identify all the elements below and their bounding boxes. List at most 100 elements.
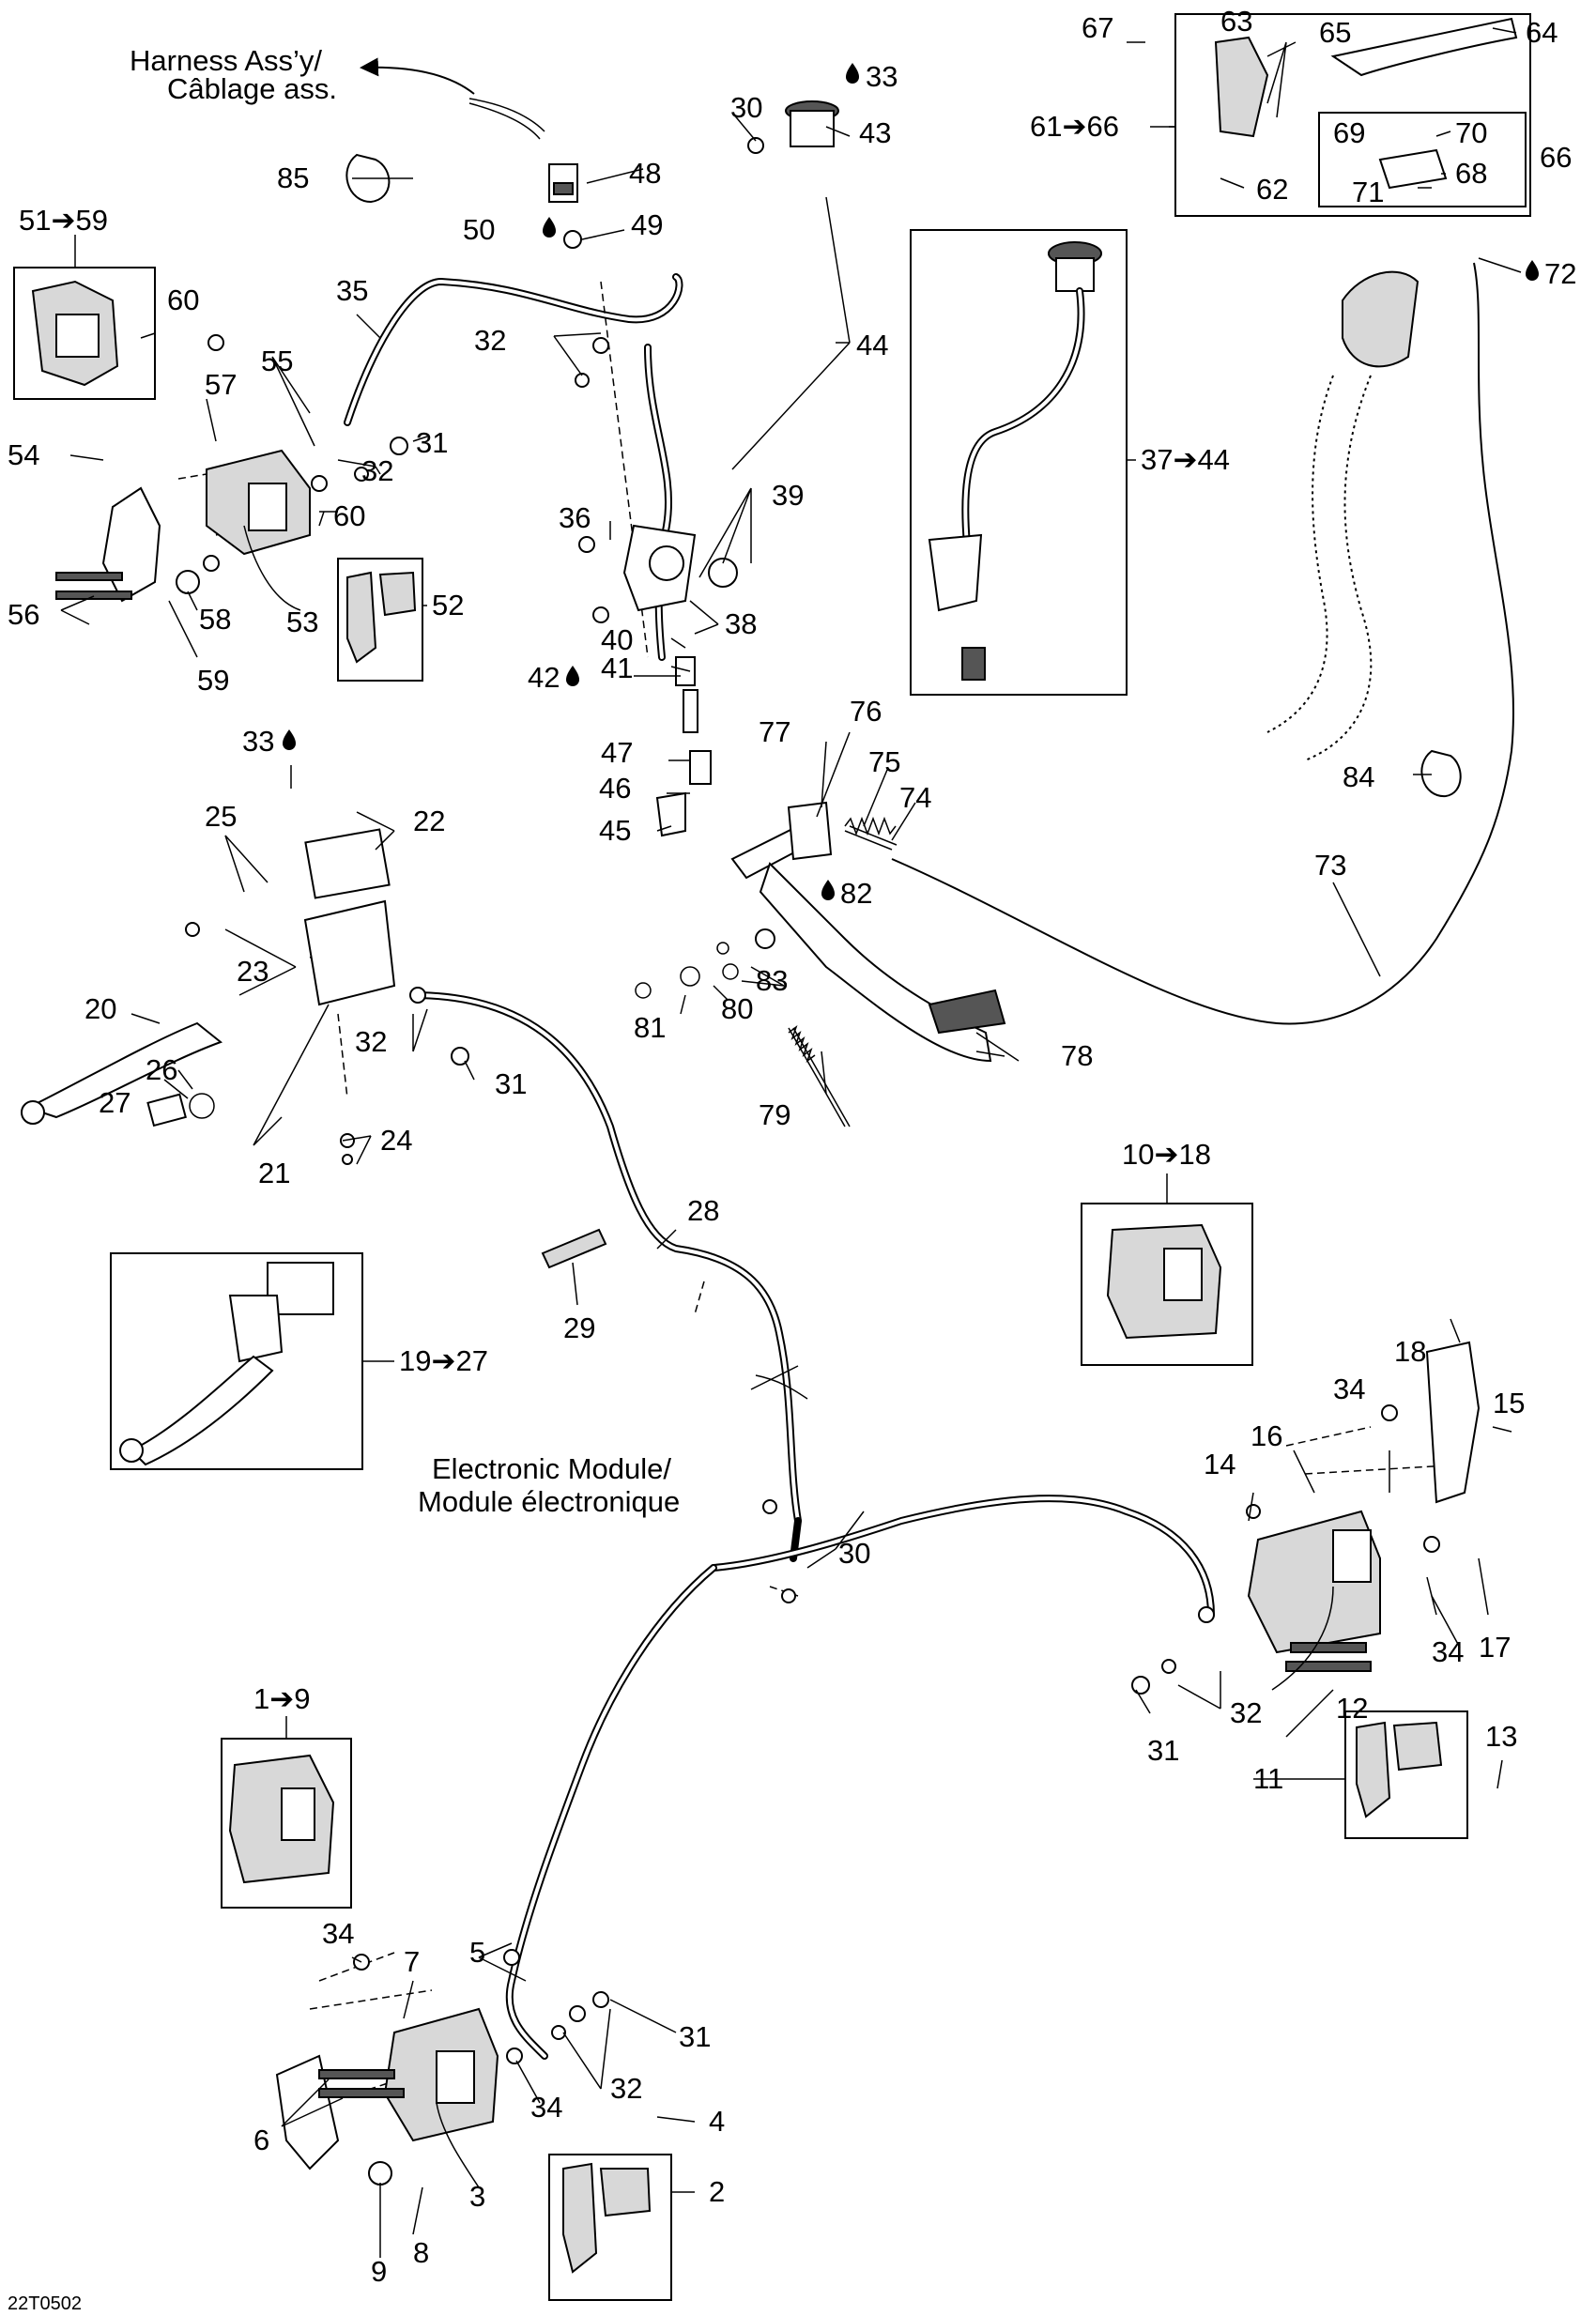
- range-labels: 51➔59 61➔66 37➔44 19➔27 10➔18 1➔9: [19, 110, 1230, 1739]
- callout-32b: 32: [361, 454, 393, 487]
- callout-64: 64: [1526, 16, 1558, 49]
- parts: [13, 13, 1531, 2301]
- drawing-code: 22T0502: [8, 2293, 82, 2314]
- callout-66: 66: [1540, 141, 1572, 174]
- callout-30b: 30: [838, 1537, 870, 1570]
- callout-21: 21: [258, 1157, 290, 1189]
- callout-54: 54: [8, 438, 39, 471]
- callout-12: 12: [1336, 1692, 1368, 1725]
- callout-26: 26: [146, 1053, 177, 1086]
- fluid-drop-icon: [1526, 260, 1539, 281]
- callout-33a: 33: [866, 60, 898, 93]
- range-label-51-59: 51➔59: [19, 204, 108, 237]
- harness-label-fr: Câblage ass.: [167, 72, 337, 105]
- callout-13: 13: [1485, 1720, 1517, 1753]
- callout-68: 68: [1455, 157, 1487, 190]
- callout-29: 29: [563, 1311, 595, 1344]
- callout-20: 20: [84, 992, 116, 1025]
- brake-lines: [344, 98, 1514, 2060]
- notes: Harness Ass’y/ Câblage ass. Electronic M…: [8, 44, 680, 2314]
- callout-78: 78: [1061, 1039, 1093, 1072]
- callout-76: 76: [850, 695, 882, 728]
- callout-44: 44: [856, 329, 888, 361]
- callout-27: 27: [99, 1086, 130, 1119]
- range-label-37-44: 37➔44: [1141, 443, 1230, 476]
- springs: [788, 816, 897, 1064]
- callout-65: 65: [1319, 16, 1351, 49]
- callout-16: 16: [1251, 1419, 1282, 1452]
- callout-72: 72: [1544, 257, 1576, 290]
- callout-45: 45: [599, 814, 631, 847]
- fluid-drop-icon: [846, 63, 859, 84]
- callout-34c: 34: [322, 1917, 354, 1950]
- callout-41: 41: [601, 652, 633, 684]
- callout-75: 75: [868, 745, 900, 778]
- callout-83: 83: [756, 964, 788, 997]
- callout-25: 25: [205, 800, 237, 833]
- range-label-1-9: 1➔9: [253, 1682, 310, 1715]
- callout-60a: 60: [167, 284, 199, 316]
- callout-55: 55: [261, 345, 293, 377]
- fluid-drop-icon: [566, 666, 579, 686]
- callout-58: 58: [199, 603, 231, 636]
- callout-4: 4: [709, 2105, 725, 2138]
- harness-label-en: Harness Ass’y/: [130, 44, 322, 77]
- fluid-drop-icon: [283, 729, 296, 750]
- callout-53: 53: [286, 606, 318, 638]
- callout-56: 56: [8, 598, 39, 631]
- module-label-fr: Module électronique: [418, 1485, 680, 1518]
- callout-60b: 60: [333, 499, 365, 532]
- callout-73: 73: [1314, 849, 1346, 882]
- callout-70: 70: [1455, 116, 1487, 149]
- callout-15: 15: [1493, 1387, 1525, 1419]
- callout-32d: 32: [1230, 1696, 1262, 1729]
- callout-49: 49: [631, 208, 663, 241]
- callout-5: 5: [469, 1936, 485, 1969]
- fluid-drop-icon: [543, 217, 556, 238]
- module-label-en: Electronic Module/: [432, 1452, 671, 1485]
- callout-74: 74: [899, 781, 931, 814]
- callout-85: 85: [277, 161, 309, 194]
- callout-6: 6: [253, 2124, 269, 2156]
- callout-31c: 31: [1147, 1734, 1179, 1767]
- callout-28: 28: [687, 1194, 719, 1227]
- callout-48: 48: [629, 157, 661, 190]
- callout-11: 11: [1253, 1762, 1283, 1795]
- callout-62: 62: [1256, 173, 1288, 206]
- callout-43: 43: [859, 116, 891, 149]
- callout-23: 23: [237, 955, 269, 988]
- callout-32c: 32: [355, 1025, 387, 1058]
- fasteners: [185, 137, 1440, 2064]
- range-label-19-27: 19➔27: [399, 1344, 488, 1377]
- callout-67: 67: [1082, 11, 1113, 44]
- callout-36: 36: [559, 501, 591, 534]
- callout-8: 8: [413, 2236, 429, 2269]
- callout-2: 2: [709, 2175, 725, 2208]
- callout-24: 24: [380, 1124, 412, 1157]
- callout-40: 40: [601, 623, 633, 656]
- callout-42: 42: [528, 661, 560, 694]
- callout-18: 18: [1394, 1335, 1426, 1368]
- callout-77: 77: [759, 715, 790, 748]
- callout-80: 80: [721, 992, 753, 1025]
- callout-7: 7: [404, 1945, 420, 1978]
- callout-31d: 31: [679, 2020, 711, 2053]
- callout-32a: 32: [474, 324, 506, 357]
- callout-31b: 31: [495, 1067, 527, 1100]
- range-label-10-18: 10➔18: [1122, 1138, 1211, 1171]
- callout-22: 22: [413, 805, 445, 837]
- callout-81: 81: [634, 1011, 666, 1044]
- callout-79: 79: [759, 1098, 790, 1131]
- callout-34a: 34: [1333, 1373, 1365, 1405]
- callout-30a: 30: [730, 91, 762, 124]
- leader-lines: [60, 27, 1522, 2258]
- callout-17: 17: [1479, 1631, 1511, 1664]
- callout-57: 57: [205, 368, 237, 401]
- callout-84: 84: [1343, 760, 1374, 793]
- callout-39: 39: [772, 479, 804, 512]
- callout-9: 9: [371, 2255, 387, 2288]
- callout-46: 46: [599, 772, 631, 805]
- callout-47: 47: [601, 736, 633, 769]
- callout-69: 69: [1333, 116, 1365, 149]
